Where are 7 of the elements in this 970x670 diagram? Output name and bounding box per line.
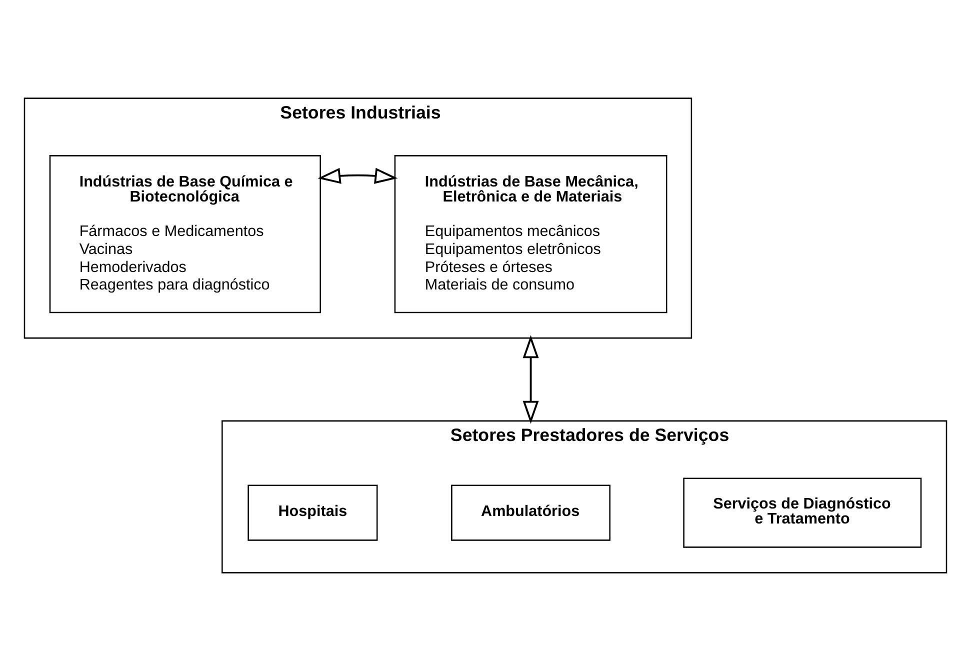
- node-box: Hospitais: [247, 484, 378, 540]
- arrow: [522, 334, 538, 424]
- node-box: Ambulatórios: [450, 484, 610, 540]
- node-box: Indústrias de Base Mecânica, Eletrônica e de Materiais Equipamentos mecânicos Equipamentos eletrônicos Próteses e órteses Materiais de consumo: [394, 154, 667, 313]
- node-box: Serviços de Diagnóstico e Tratamento: [682, 477, 922, 548]
- arrow: [317, 167, 398, 184]
- node-box: Indústrias de Base Química e Biotecnológica Fármacos e Medicamentos Vacinas Hemoderivados Reagentes para diagnóstico: [48, 154, 320, 313]
